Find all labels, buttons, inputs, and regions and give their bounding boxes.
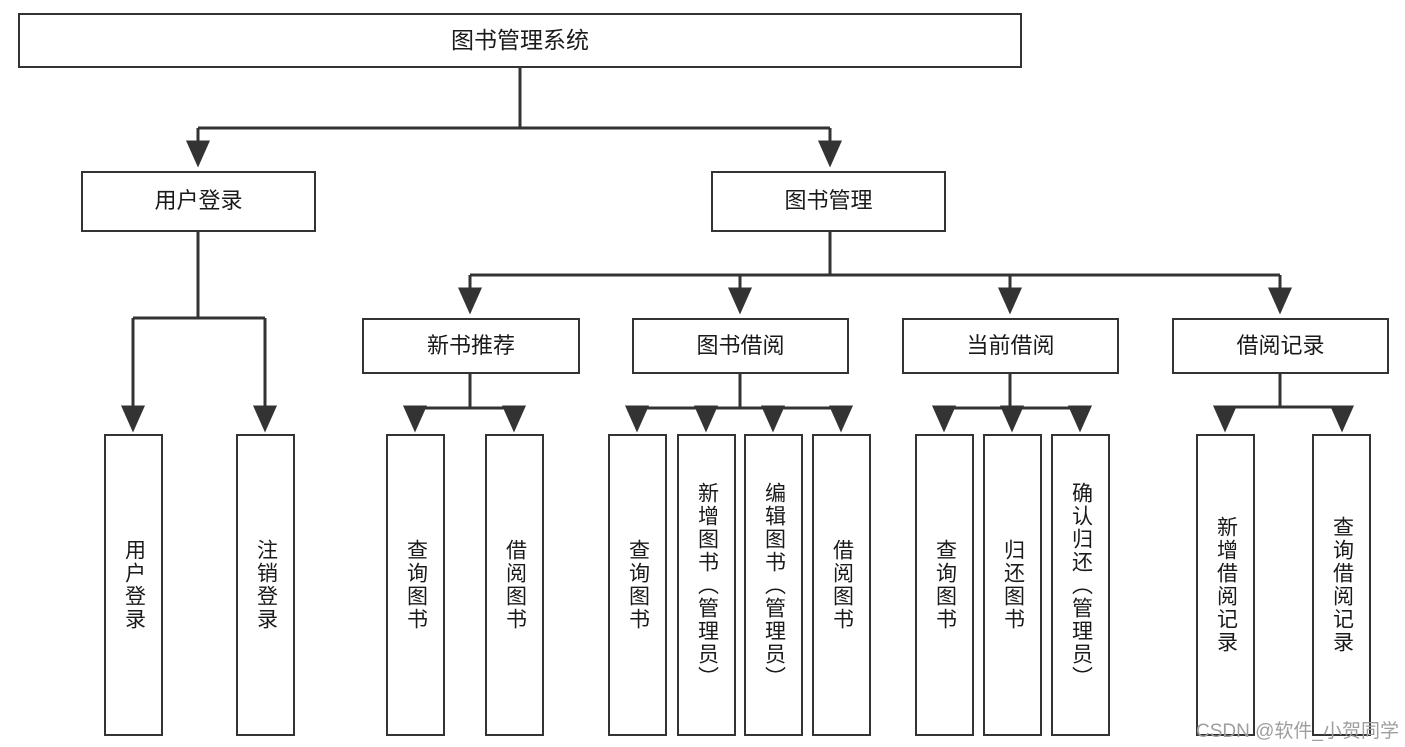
leaf-current-borrow-return[interactable]: 归还图书 — [983, 434, 1042, 736]
leaf-new-book-query[interactable]: 查询图书 — [386, 434, 445, 736]
leaf-borrow-record-add[interactable]: 新增借阅记录 — [1196, 434, 1255, 736]
node-label: 新书推荐 — [426, 332, 515, 358]
leaf-book-borrow-query[interactable]: 查询图书 — [608, 434, 667, 736]
leaf-current-borrow-query[interactable]: 查询图书 — [915, 434, 974, 736]
node-label: 图书管理 — [784, 188, 873, 214]
node-current-borrow[interactable]: 当前借阅 — [902, 318, 1119, 374]
leaf-book-borrow-edit[interactable]: 编辑图书（管理员） — [744, 434, 803, 736]
node-new-book-recommend[interactable]: 新书推荐 — [362, 318, 580, 374]
node-book-management[interactable]: 图书管理 — [711, 171, 946, 232]
leaf-book-borrow-add[interactable]: 新增图书（管理员） — [677, 434, 736, 736]
node-book-borrow[interactable]: 图书借阅 — [632, 318, 849, 374]
leaf-current-borrow-confirm-return[interactable]: 确认归还（管理员） — [1051, 434, 1110, 736]
node-label: 注销登录 — [254, 539, 278, 631]
node-user-login[interactable]: 用户登录 — [81, 171, 316, 232]
leaf-borrow-record-query[interactable]: 查询借阅记录 — [1312, 434, 1371, 736]
node-label: 用户登录 — [154, 188, 243, 214]
node-label: 归还图书 — [1001, 539, 1025, 631]
node-label: 借阅记录 — [1236, 332, 1325, 358]
node-label: 用户登录 — [122, 539, 146, 631]
node-label: 确认归还（管理员） — [1069, 481, 1093, 689]
node-borrow-record[interactable]: 借阅记录 — [1172, 318, 1389, 374]
node-label: 查询图书 — [933, 539, 957, 631]
node-label: 借阅图书 — [830, 539, 854, 631]
leaf-user-login-login[interactable]: 用户登录 — [104, 434, 163, 736]
csdn-watermark: CSDN @软件_小贺同学 — [1196, 721, 1399, 742]
node-label: 查询图书 — [626, 539, 650, 631]
leaf-book-borrow-borrow[interactable]: 借阅图书 — [812, 434, 871, 736]
node-label: 新增借阅记录 — [1214, 516, 1238, 654]
node-label: 图书管理系统 — [451, 26, 589, 53]
leaf-new-book-borrow[interactable]: 借阅图书 — [485, 434, 544, 736]
node-label: 图书借阅 — [696, 332, 785, 358]
node-label: 查询借阅记录 — [1330, 516, 1354, 654]
node-label: 当前借阅 — [966, 332, 1055, 358]
node-root-system[interactable]: 图书管理系统 — [18, 13, 1022, 68]
node-label: 编辑图书（管理员） — [762, 481, 786, 689]
leaf-user-login-logout[interactable]: 注销登录 — [236, 434, 295, 736]
node-label: 借阅图书 — [503, 539, 527, 631]
node-label: 新增图书（管理员） — [695, 481, 719, 689]
node-label: 查询图书 — [404, 539, 428, 631]
